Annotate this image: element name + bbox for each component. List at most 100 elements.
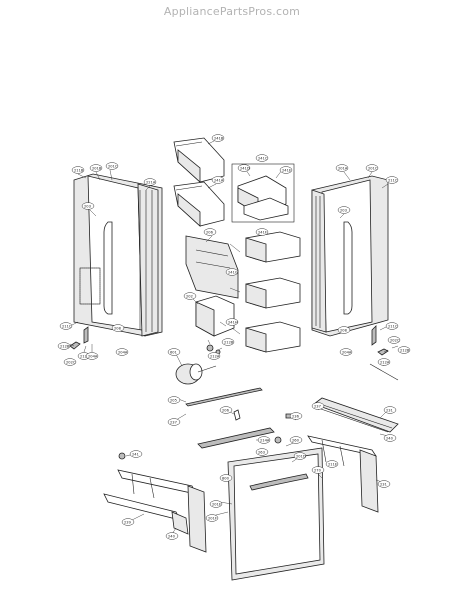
callout-label: 201C	[105, 162, 119, 170]
svg-text:239: 239	[124, 520, 132, 524]
callout-label: 212B	[57, 342, 71, 350]
callout-label: 241A	[211, 176, 225, 184]
callout-label: 203	[81, 202, 95, 210]
svg-text:202C: 202C	[66, 360, 76, 364]
svg-text:203: 203	[340, 208, 347, 212]
svg-text:208: 208	[114, 326, 122, 330]
left-door-assembly	[69, 173, 163, 350]
svg-text:237: 237	[314, 404, 321, 408]
svg-text:206: 206	[206, 230, 214, 234]
door-bin-right-3	[245, 321, 301, 353]
svg-text:211C: 211C	[388, 324, 398, 328]
callout-label: 241C	[255, 154, 269, 162]
callout-label: 241B	[211, 134, 225, 142]
callout-label: 206	[219, 406, 233, 414]
svg-text:241E: 241E	[282, 168, 292, 172]
callout-label: 206	[203, 228, 217, 236]
callout-label: 202	[183, 292, 197, 300]
svg-text:241F: 241F	[258, 230, 267, 234]
svg-text:211C: 211C	[388, 178, 398, 182]
svg-text:204A: 204A	[342, 350, 352, 354]
callout-label: 214A	[257, 436, 271, 444]
drawer-front	[227, 447, 325, 581]
callout-label: 204A	[339, 348, 353, 356]
svg-text:201C: 201C	[368, 166, 378, 170]
svg-text:206: 206	[222, 408, 230, 412]
right-door-assembly	[311, 175, 399, 381]
watermark: AppliancePartsPros.com	[163, 5, 301, 18]
svg-text:263: 263	[258, 450, 265, 454]
svg-text:240: 240	[386, 436, 394, 440]
svg-text:231: 231	[386, 408, 393, 412]
callout-label: 201C	[365, 164, 379, 172]
callout-label: 240	[165, 532, 179, 540]
svg-text:221A: 221A	[146, 180, 156, 184]
slide-rail-center	[197, 427, 275, 449]
callout-label: 270	[311, 466, 325, 474]
slide-rail-upper	[313, 397, 399, 433]
svg-text:202C: 202C	[390, 338, 400, 342]
callout-label: 204A	[115, 348, 129, 356]
svg-text:211E: 211E	[328, 462, 338, 466]
door-bin-right-2	[245, 277, 301, 309]
svg-text:211B: 211B	[74, 168, 84, 172]
svg-text:231: 231	[380, 482, 387, 486]
svg-text:212A: 212A	[380, 360, 390, 364]
callout-label: 800	[219, 474, 233, 482]
drawer-rail-right	[307, 435, 379, 513]
module-housing	[195, 295, 235, 355]
svg-text:211C: 211C	[62, 324, 72, 328]
callout-label: 263	[255, 448, 269, 456]
callout-label: 201D	[293, 452, 307, 460]
callout-label: 237	[311, 402, 325, 410]
callout-label: 208	[111, 324, 125, 332]
callout-label: 241	[129, 450, 143, 458]
callout-label: 237	[167, 418, 181, 426]
svg-text:241C: 241C	[258, 156, 268, 160]
callout-label: 211E	[325, 460, 339, 468]
svg-text:212B: 212B	[400, 348, 410, 352]
callout-label: 241F	[255, 228, 269, 236]
callout-label: 211C	[385, 322, 399, 330]
svg-text:201B: 201B	[92, 166, 102, 170]
callout-label: 211B	[71, 166, 85, 174]
svg-text:204A: 204A	[88, 354, 98, 358]
callout-label: 241G	[225, 268, 239, 276]
callout-label: 212B	[221, 338, 235, 346]
callout-label: 201E	[209, 500, 223, 508]
svg-text:212B: 212B	[224, 340, 234, 344]
svg-text:237: 237	[170, 420, 177, 424]
callout-label: 201F	[205, 514, 219, 522]
callout-label: 212B	[397, 346, 411, 354]
svg-text:201F: 201F	[208, 516, 217, 520]
dairy-bin-inset	[231, 163, 295, 223]
callout-label: 231	[377, 480, 391, 488]
svg-text:201A: 201A	[338, 166, 348, 170]
callout-label: 241E	[279, 166, 293, 174]
svg-text:241G: 241G	[228, 270, 238, 274]
callout-label: 204A	[85, 352, 99, 360]
svg-text:240: 240	[168, 534, 176, 538]
door-guard-panel	[185, 235, 239, 299]
callout-label: 202C	[387, 336, 401, 344]
callout-label: 212A	[207, 352, 221, 360]
callout-label: 260	[289, 436, 303, 444]
callout-label: 236	[289, 412, 303, 420]
svg-text:270: 270	[314, 468, 322, 472]
callout-label: 211C	[59, 322, 73, 330]
callout-labels: 211B 201B 201C 221A 203 241B 241A 241C 2…	[57, 134, 411, 540]
callout-label: 221A	[143, 178, 157, 186]
svg-text:201D: 201D	[296, 454, 306, 458]
svg-text:241H: 241H	[228, 320, 238, 324]
callout-label: 231	[383, 406, 397, 414]
callout-label: 212A	[377, 358, 391, 366]
callout-label: 201A	[335, 164, 349, 172]
callout-label: 211C	[385, 176, 399, 184]
callout-label: 202C	[63, 358, 77, 366]
callout-label: 601	[167, 348, 181, 356]
svg-text:208: 208	[340, 328, 348, 332]
callout-label: 201B	[89, 164, 103, 172]
svg-text:203: 203	[84, 204, 91, 208]
svg-text:214A: 214A	[260, 438, 270, 442]
svg-text:241: 241	[132, 452, 139, 456]
